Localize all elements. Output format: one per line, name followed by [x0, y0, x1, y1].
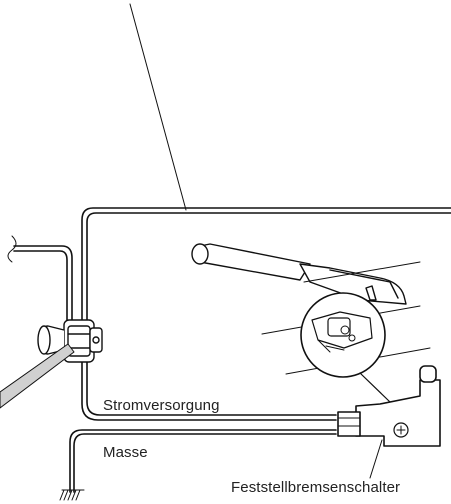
ground-label: Masse	[103, 444, 148, 461]
brake-switch-connector	[337, 365, 441, 447]
inline-connector	[37, 319, 103, 363]
callout-wedge	[0, 343, 75, 409]
power-wire	[81, 207, 451, 421]
leader-line-switch	[359, 372, 391, 403]
leader-line-label	[369, 439, 383, 479]
ground-wire	[69, 429, 337, 493]
power-label: Stromversorgung	[103, 397, 220, 414]
ground-symbol	[59, 489, 85, 501]
input-wire	[7, 235, 73, 331]
leader-line-top	[129, 3, 187, 211]
parking-brake-lever	[191, 243, 431, 375]
detail-magnifier	[300, 292, 386, 378]
switch-label: Feststellbremsenschalter	[231, 479, 401, 496]
